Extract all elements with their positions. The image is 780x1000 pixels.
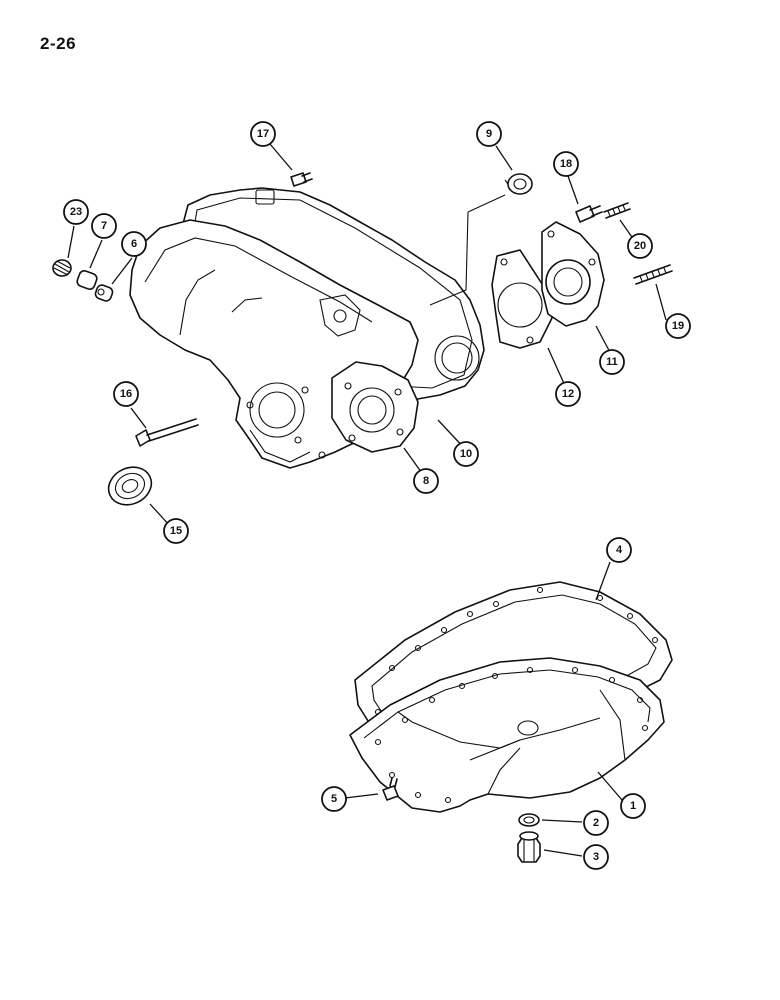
callout-2: 2 bbox=[583, 810, 609, 836]
seal-15 bbox=[107, 466, 153, 506]
bolt-17 bbox=[290, 172, 313, 187]
svg-text:1: 1 bbox=[630, 800, 636, 812]
bolt-16 bbox=[135, 418, 199, 447]
svg-text:7: 7 bbox=[101, 220, 107, 232]
svg-text:2: 2 bbox=[593, 817, 599, 829]
leader-lines bbox=[67, 143, 667, 857]
plug-23 bbox=[52, 259, 72, 277]
oil-pan bbox=[349, 657, 665, 813]
callout-12: 12 bbox=[555, 381, 581, 407]
svg-text:19: 19 bbox=[672, 320, 684, 332]
callout-23: 23 bbox=[63, 199, 89, 225]
bolt-18 bbox=[575, 205, 603, 223]
callout-5: 5 bbox=[321, 786, 347, 812]
svg-text:5: 5 bbox=[331, 793, 337, 805]
svg-text:16: 16 bbox=[120, 388, 132, 400]
callout-16: 16 bbox=[113, 381, 139, 407]
bearing-9 bbox=[429, 173, 533, 306]
callout-19: 19 bbox=[665, 313, 691, 339]
callout-6: 6 bbox=[121, 231, 147, 257]
svg-text:4: 4 bbox=[616, 544, 623, 556]
callout-3: 3 bbox=[583, 844, 609, 870]
svg-text:11: 11 bbox=[606, 356, 618, 368]
callout-4: 4 bbox=[606, 537, 632, 563]
bushing-7 bbox=[76, 270, 98, 290]
callout-15: 15 bbox=[163, 518, 189, 544]
callout-7: 7 bbox=[91, 213, 117, 239]
bolt-5 bbox=[382, 777, 399, 801]
callout-10: 10 bbox=[453, 441, 479, 467]
housing-11 bbox=[541, 221, 605, 327]
washer-2 bbox=[518, 813, 540, 827]
svg-text:17: 17 bbox=[257, 128, 269, 140]
callout-17: 17 bbox=[250, 121, 276, 147]
svg-text:6: 6 bbox=[131, 238, 137, 250]
svg-text:15: 15 bbox=[170, 525, 182, 537]
page-number: 2-26 bbox=[40, 34, 77, 53]
callout-9: 9 bbox=[476, 121, 502, 147]
gasket-12 bbox=[491, 249, 553, 349]
callout-20: 20 bbox=[627, 233, 653, 259]
stud-19 bbox=[633, 264, 673, 285]
svg-text:3: 3 bbox=[593, 851, 599, 863]
svg-text:20: 20 bbox=[634, 240, 646, 252]
bushing-6 bbox=[94, 284, 114, 302]
svg-text:8: 8 bbox=[423, 475, 429, 487]
callout-8: 8 bbox=[413, 468, 439, 494]
svg-text:10: 10 bbox=[460, 448, 472, 460]
callout-11: 11 bbox=[599, 349, 625, 375]
svg-text:12: 12 bbox=[562, 388, 574, 400]
callout-18: 18 bbox=[553, 151, 579, 177]
svg-text:9: 9 bbox=[486, 128, 492, 140]
stud-20 bbox=[603, 202, 631, 219]
callout-1: 1 bbox=[620, 793, 646, 819]
svg-text:23: 23 bbox=[70, 206, 82, 218]
drain-plug-3 bbox=[517, 831, 541, 863]
oil-pump-flange bbox=[331, 361, 419, 453]
svg-text:18: 18 bbox=[560, 158, 572, 170]
